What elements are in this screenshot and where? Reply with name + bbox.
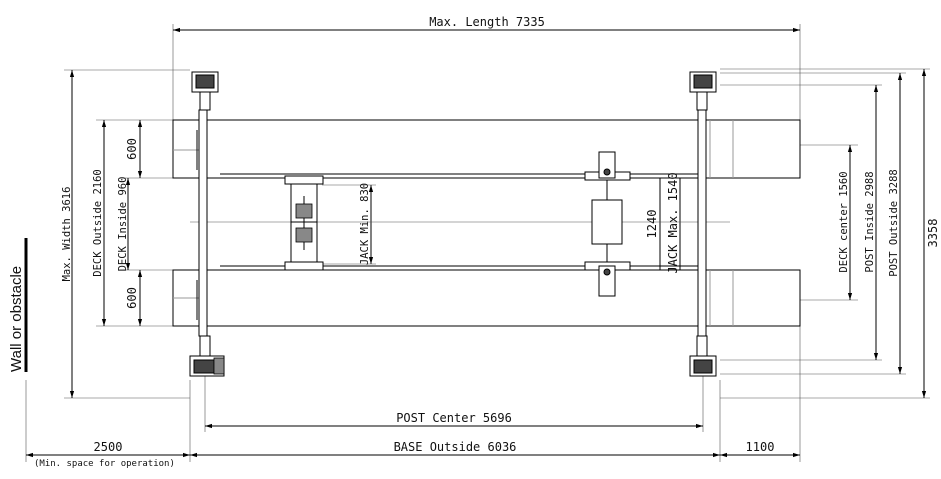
jack-rear — [584, 151, 631, 297]
deck-center-label: DECK center 1560 — [838, 171, 850, 272]
overall-width-label: 3358 — [926, 219, 940, 248]
labels: Max. Length 7335 Max. Width 3616 DECK Ou… — [34, 15, 940, 469]
rear-space-label: 1100 — [746, 440, 775, 454]
deck-bottom — [172, 269, 801, 327]
post-front-right — [189, 335, 225, 377]
rear-crossbeam — [697, 109, 707, 337]
deck-top — [172, 119, 801, 179]
post-center-label: POST Center 5696 — [396, 411, 512, 425]
extension-lines — [25, 24, 930, 462]
min-space-label: (Min. space for operation) — [34, 459, 175, 469]
jack-width-label: 1240 — [645, 210, 659, 239]
wall: Wall or obstacle — [8, 238, 28, 372]
jack-min-label: JACK Min. 830 — [359, 183, 371, 265]
front-space-label: 2500 — [94, 440, 123, 454]
post-outside-label: POST Outside 3288 — [888, 169, 900, 276]
wall-label: Wall or obstacle — [8, 266, 25, 372]
lift-structure — [172, 109, 801, 337]
post-rear-right — [689, 335, 717, 377]
max-width-label: Max. Width 3616 — [61, 187, 73, 282]
post-rear-left — [689, 71, 717, 111]
dimension-lines — [26, 27, 927, 458]
base-outside-label: BASE Outside 6036 — [394, 440, 517, 454]
deck-bottom-label: 600 — [125, 287, 139, 309]
posts — [189, 71, 717, 377]
post-inside-label: POST Inside 2988 — [864, 171, 876, 272]
deck-top-label: 600 — [125, 138, 139, 160]
jack-max-label: JACK Max. 1540 — [666, 172, 680, 273]
post-front-left — [191, 71, 219, 111]
max-length-label: Max. Length 7335 — [429, 15, 545, 29]
front-crossbeam — [198, 109, 208, 337]
deck-outside-label: DECK Outside 2160 — [92, 169, 104, 276]
jack-front — [284, 175, 324, 271]
deck-inside-label: DECK Inside 960 — [117, 177, 129, 272]
